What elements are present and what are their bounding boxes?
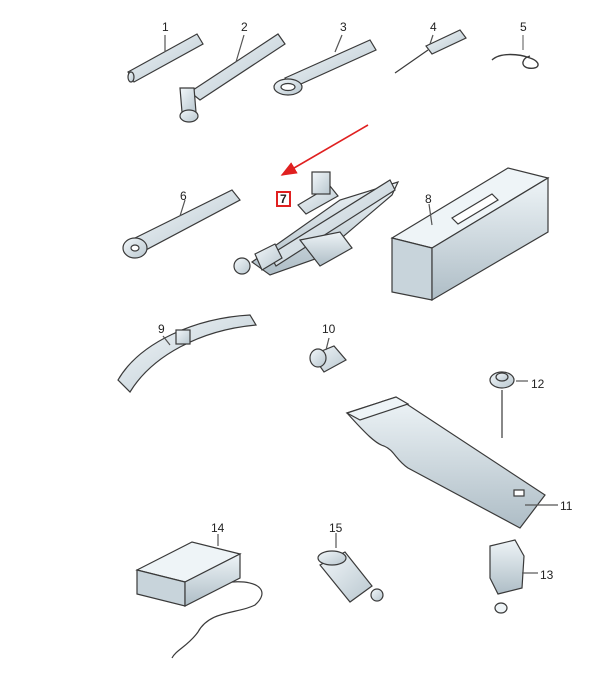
part-number-1: 1 — [162, 20, 169, 34]
scissor-jack-icon — [233, 171, 400, 276]
part-number-3: 3 — [340, 20, 347, 34]
part-number-2: 2 — [241, 20, 248, 34]
part-number-11: 11 — [560, 499, 573, 513]
storage-case-icon — [390, 167, 550, 302]
adapter-socket-icon — [309, 337, 347, 373]
bracket-icon — [489, 539, 538, 614]
indicator-arrow — [280, 124, 369, 176]
part-number-8: 8 — [425, 192, 432, 206]
part-number-7: 7 — [276, 191, 291, 207]
tyre-lever-bar-icon — [127, 33, 204, 83]
jack-crank-handle-icon — [122, 189, 241, 259]
part-number-14: 14 — [211, 521, 225, 535]
part-number-13: 13 — [540, 568, 554, 582]
part-number-6: 6 — [180, 189, 187, 203]
part-number-15: 15 — [329, 521, 343, 535]
wing-bolt-icon — [489, 371, 528, 438]
compressor-icon — [135, 534, 263, 659]
part-number-9: 9 — [158, 322, 165, 336]
wire-clip-icon — [491, 35, 539, 70]
screwdriver-icon — [394, 29, 467, 74]
sealant-bottle-icon — [317, 533, 384, 603]
part-number-4: 4 — [430, 20, 437, 34]
foam-tray-icon — [345, 396, 558, 529]
towing-eye-icon — [273, 34, 377, 96]
wheel-bolt-wrench-icon — [179, 33, 286, 123]
strap-icon — [117, 314, 258, 393]
part-number-10: 10 — [322, 322, 336, 336]
part-number-5: 5 — [520, 20, 527, 34]
part-number-12: 12 — [531, 377, 545, 391]
